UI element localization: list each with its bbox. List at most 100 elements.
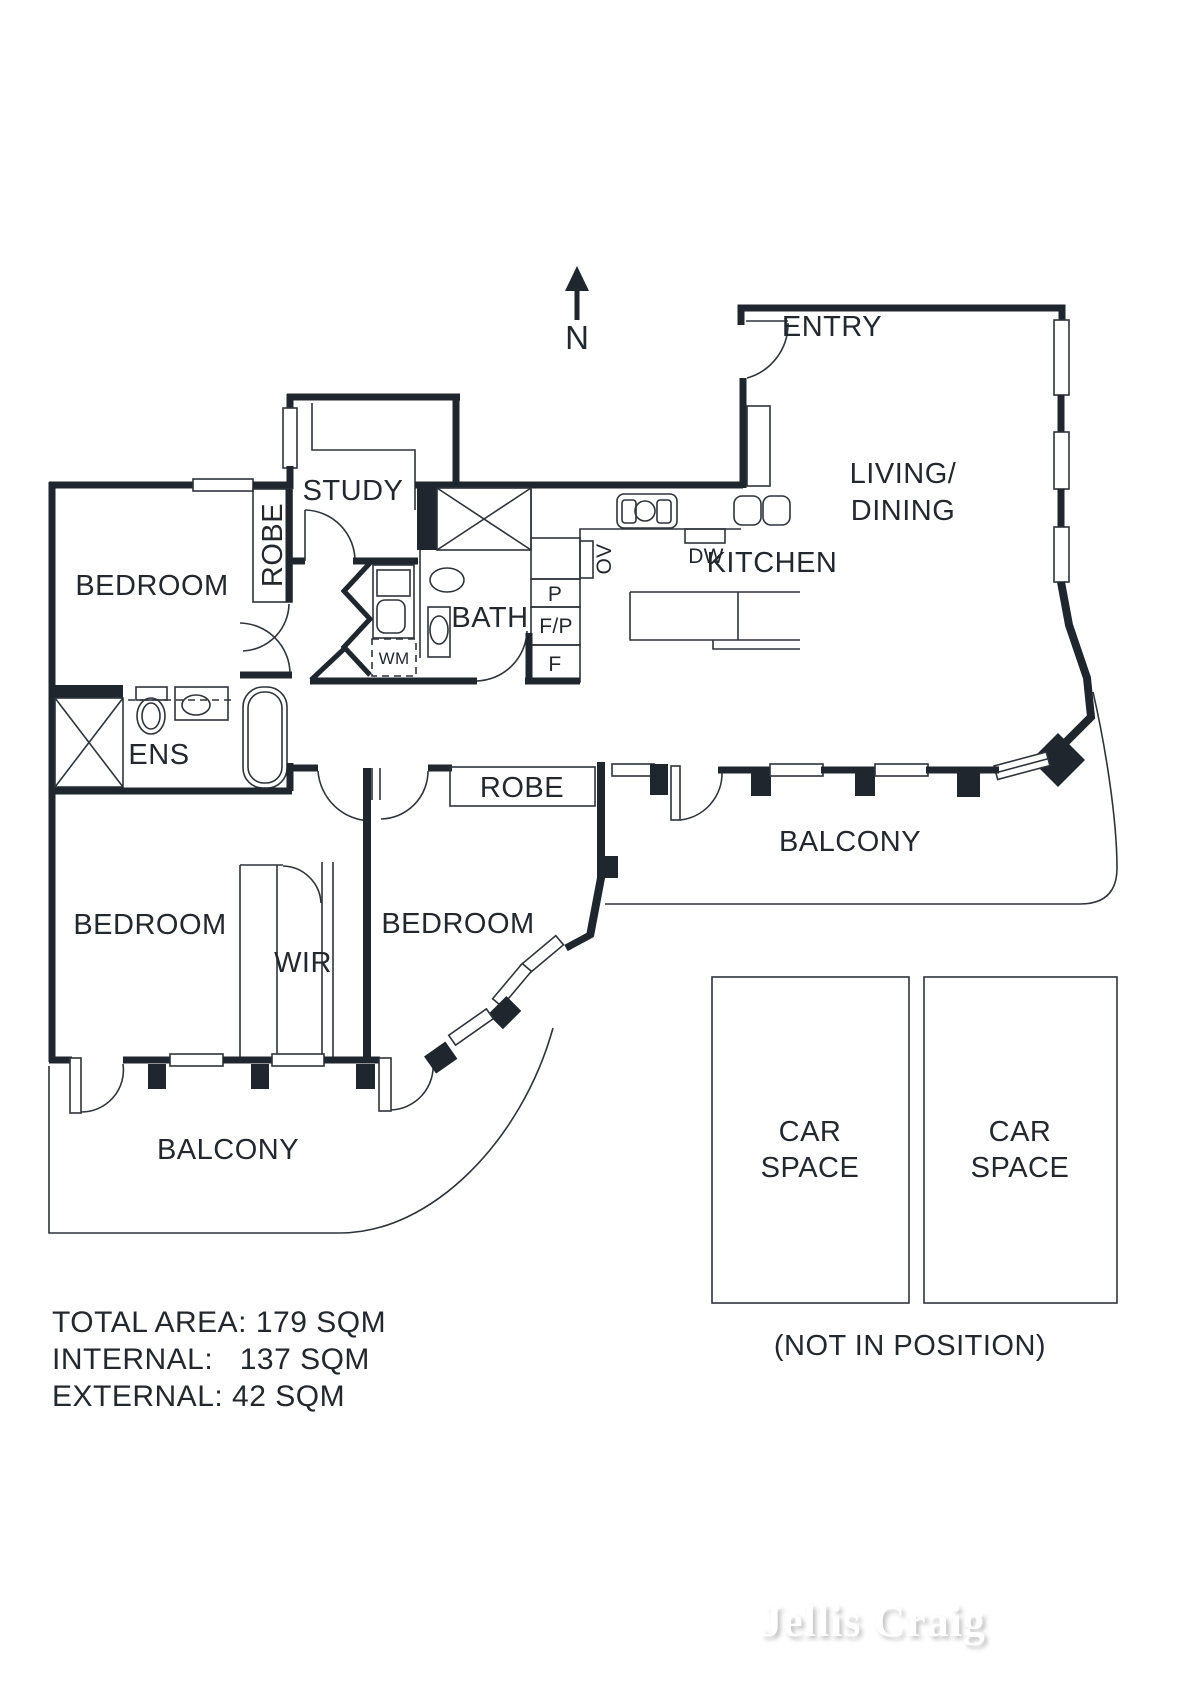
room-label-study: STUDY: [303, 475, 404, 507]
wall-pillar: [855, 770, 875, 796]
room-label-living-2: DINING: [851, 495, 956, 527]
door-leaf: [378, 1057, 392, 1112]
window: [874, 763, 929, 777]
wall-pillar: [650, 764, 668, 795]
entry-living-walls: [737, 304, 1096, 787]
laundry-unit: [372, 564, 415, 639]
room-label-entry: ENTRY: [782, 311, 882, 343]
car-space-right: [923, 976, 1118, 1304]
north-arrow-icon: [565, 266, 589, 320]
appliance-label-fridge: F: [548, 653, 561, 676]
toilet: [427, 606, 451, 658]
area-total: TOTAL AREA: 179 SQM: [52, 1306, 386, 1339]
cooktop-burner: [634, 500, 656, 522]
car-space-right-label-2: SPACE: [971, 1152, 1070, 1184]
vanity: [174, 686, 229, 721]
wall-pillar: [356, 1064, 375, 1089]
car-note: (NOT IN POSITION): [774, 1330, 1046, 1362]
living-balcony-wall: [605, 691, 1118, 905]
door-arc: [390, 1061, 434, 1111]
room-label-living-1: LIVING/: [850, 458, 957, 490]
car-space-left-label-2: SPACE: [761, 1152, 860, 1184]
door-arc: [317, 770, 372, 822]
window: [1053, 526, 1070, 583]
area-external: EXTERNAL: 42 SQM: [52, 1380, 345, 1413]
room-label-ens: ENS: [128, 739, 189, 771]
car-space-left-label-1: CAR: [779, 1116, 842, 1148]
room-label-robe-nw: ROBE: [257, 503, 289, 587]
door-arc: [282, 865, 322, 904]
appliance-label-washing-machine: WM: [379, 649, 410, 668]
window: [769, 763, 824, 777]
entry-closet: [746, 405, 771, 487]
car-spaces: [711, 976, 1118, 1304]
study-walls: [282, 393, 460, 565]
door-arc: [80, 1063, 125, 1113]
window: [447, 1007, 495, 1047]
cooktop: [616, 493, 678, 529]
wall-pillar: [1031, 733, 1085, 787]
toilet: [136, 697, 166, 735]
door-leaf: [69, 1057, 82, 1114]
door-leaf: [670, 765, 681, 821]
room-label-kitchen: KITCHEN: [707, 547, 838, 579]
laundry-trough: [376, 599, 406, 634]
room-label-bedroom-sw: BEDROOM: [73, 909, 226, 941]
wall-pillar: [957, 770, 980, 797]
door-arc: [475, 630, 528, 682]
window: [1053, 431, 1070, 490]
south-wall: [48, 930, 594, 1234]
door-arc: [304, 509, 356, 562]
hall-robe: [292, 762, 618, 1060]
oven-door: [579, 540, 594, 579]
car-space-right-label-1: CAR: [989, 1116, 1052, 1148]
window: [1053, 319, 1070, 396]
wall-pillar: [488, 996, 522, 1030]
door-arc: [380, 770, 429, 820]
room-label-bedroom-nw: BEDROOM: [75, 570, 228, 602]
linen-box: [54, 697, 124, 788]
room-label-bath: BATH: [451, 602, 528, 634]
robe-box: [449, 766, 596, 807]
door-arc: [242, 603, 290, 652]
wall-pillar: [751, 770, 771, 796]
basin: [429, 567, 465, 593]
appliance-label-fridge-pantry: F/P: [539, 615, 573, 638]
kitchen-fixtures: [415, 481, 800, 683]
window: [491, 962, 533, 1008]
wall-pillar: [424, 1041, 458, 1074]
window: [282, 407, 298, 469]
sink-bowl: [762, 495, 791, 526]
wall-pillar: [600, 856, 618, 878]
window: [611, 763, 655, 777]
appliance-label-oven: OV: [593, 544, 616, 575]
balcony-outline-lower: [48, 1027, 554, 1234]
room-label-bedroom-s: BEDROOM: [381, 908, 534, 940]
room-label-robe-hall: ROBE: [480, 772, 564, 804]
wir: [239, 862, 334, 1057]
window: [271, 1053, 325, 1067]
wall-pillar: [148, 1064, 166, 1089]
car-space-left: [711, 976, 910, 1304]
basin: [181, 694, 211, 716]
bedroom-nw-walls: [48, 478, 293, 1062]
oven-cell: [530, 537, 581, 580]
balcony-outline-upper: [605, 691, 1118, 905]
window: [169, 1053, 224, 1067]
dishwasher-box: [684, 528, 726, 544]
toilet-tank: [135, 686, 168, 701]
appliance-label-dishwasher: DW: [688, 545, 724, 568]
appliance-label-pantry: P: [548, 583, 562, 606]
room-label-balcony-lower: BALCONY: [157, 1134, 299, 1166]
room-label-balcony-upper: BALCONY: [779, 826, 921, 858]
door-arc: [239, 622, 291, 674]
north-label: N: [565, 319, 589, 356]
bath-walls: [310, 487, 580, 685]
door-arc: [746, 322, 789, 379]
wall-pillar: [251, 1064, 269, 1089]
window: [192, 478, 254, 492]
laundry: [309, 561, 417, 682]
ensuite: [49, 622, 294, 795]
